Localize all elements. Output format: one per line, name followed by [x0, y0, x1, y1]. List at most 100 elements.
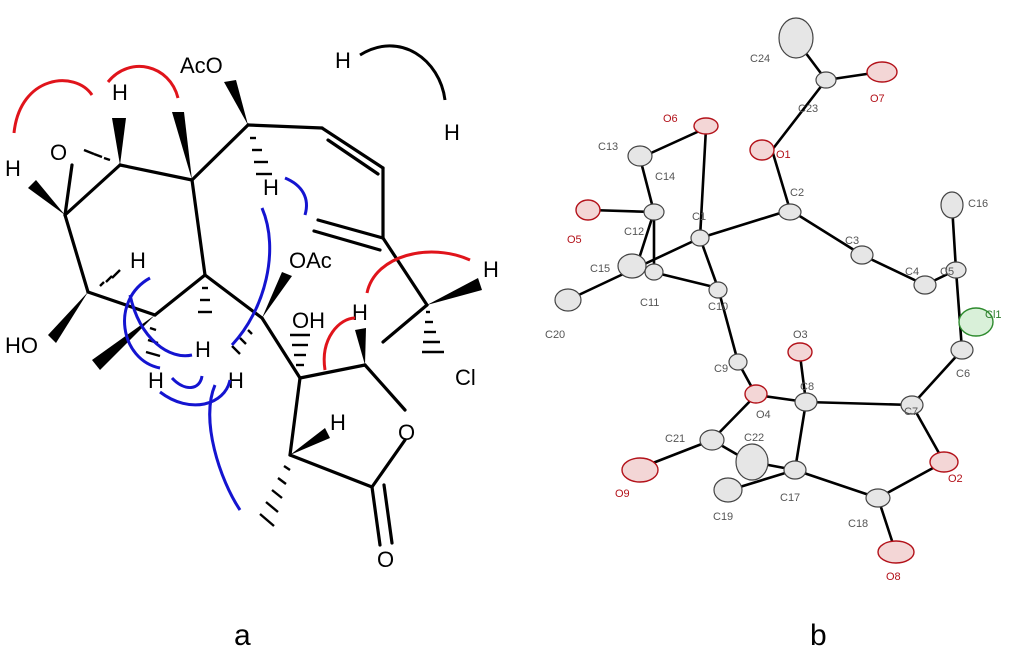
label-o7: O7 — [870, 93, 885, 105]
atom-c6 — [950, 340, 974, 360]
atom-c15 — [617, 253, 647, 279]
label-c10: C10 — [708, 301, 728, 313]
atom-o4 — [744, 384, 768, 404]
label-cl1: Cl1 — [985, 309, 1002, 321]
h-label-8: H — [352, 300, 368, 325]
blue-arc-1 — [284, 176, 308, 216]
label-c11: C11 — [640, 297, 659, 309]
label-o4: O4 — [756, 409, 771, 421]
atom-c21 — [699, 429, 725, 451]
atom-cl1 — [958, 307, 994, 337]
atom-c4 — [913, 275, 937, 295]
oac-wedge — [262, 272, 292, 318]
panel-label-b: b — [810, 619, 827, 652]
blue-arc-3 — [123, 276, 161, 370]
atom-c1 — [690, 229, 710, 247]
label-c3: C3 — [845, 235, 859, 247]
atom-c3 — [850, 245, 874, 265]
label-c18: C18 — [848, 518, 868, 530]
atom-c16 — [940, 191, 964, 219]
oh-hash — [290, 333, 310, 367]
h-label-12: H — [330, 410, 346, 435]
methyl-hash-lactone — [259, 465, 291, 527]
atom-c18 — [865, 488, 891, 508]
atom-o8 — [877, 540, 915, 564]
oac-label: OAc — [289, 248, 332, 273]
label-c7: C7 — [904, 406, 918, 418]
label-c24: C24 — [750, 53, 770, 65]
lactone-ring-o-label: O — [398, 420, 415, 445]
label-c4: C4 — [905, 266, 919, 278]
h-label-7: H — [483, 257, 499, 282]
label-o8: O8 — [886, 571, 901, 583]
blue-arc-4 — [128, 294, 193, 358]
h-wedge-c7 — [355, 328, 366, 365]
label-o9: O9 — [615, 488, 630, 500]
atom-c24 — [778, 17, 814, 59]
atom-c5 — [945, 261, 967, 279]
h-hash-ring — [198, 286, 212, 314]
label-c1: C1 — [692, 211, 706, 223]
label-c16: C16 — [968, 198, 988, 210]
label-o5: O5 — [567, 234, 582, 246]
atom-c10 — [708, 281, 728, 299]
correlation-arcs — [12, 44, 471, 511]
h-hash-c10 — [231, 329, 253, 355]
label-c9: C9 — [714, 363, 728, 375]
h-wedge-epoxide-left — [28, 180, 65, 215]
label-c22: C22 — [744, 432, 764, 444]
atom-c8 — [794, 392, 818, 412]
blue-arc-5 — [170, 375, 204, 389]
h-wedge-c6 — [427, 278, 482, 305]
h-hash-c4 — [99, 269, 121, 287]
structure-a: AcO OAc HO OH Cl O O O H H H H H H H H H… — [5, 44, 499, 572]
label-c2: C2 — [790, 187, 804, 199]
h-wedge-epoxide — [112, 118, 126, 165]
atom-c12 — [643, 203, 665, 221]
aco-label: AcO — [180, 53, 223, 78]
h-wedge-c17 — [290, 428, 330, 455]
aco-wedge — [224, 80, 248, 125]
label-c8: C8 — [800, 381, 814, 393]
blue-arc-7 — [208, 384, 242, 511]
label-c14: C14 — [655, 171, 675, 183]
red-arc-4 — [322, 316, 356, 371]
ho-wedge — [48, 292, 88, 343]
label-c12: C12 — [624, 226, 644, 238]
black-arc-1 — [359, 44, 447, 101]
h-label-10: H — [148, 368, 164, 393]
epoxide-o-label: O — [50, 140, 67, 165]
ortep-atoms — [554, 17, 994, 564]
atom-c2 — [778, 203, 802, 221]
label-c23: C23 — [798, 103, 818, 115]
carbonyl-o-label: O — [377, 547, 394, 572]
h-label-2: H — [5, 156, 21, 181]
atom-o3 — [787, 342, 813, 362]
atom-c7 — [900, 395, 924, 415]
atom-o9 — [621, 457, 659, 483]
label-o1: O1 — [776, 149, 791, 161]
atom-o7 — [866, 61, 898, 83]
atom-o1 — [749, 139, 775, 161]
atom-c9 — [728, 353, 748, 371]
atom-c11 — [644, 263, 664, 281]
label-c13: C13 — [598, 141, 618, 153]
h-hash-c2 — [250, 136, 272, 176]
h-label-6: H — [130, 248, 146, 273]
red-arc-2 — [106, 65, 180, 99]
skeleton-bonds — [28, 80, 482, 547]
oh-label: OH — [292, 308, 325, 333]
atom-c20 — [554, 288, 582, 312]
atom-o6 — [693, 117, 719, 135]
h-label-5: H — [263, 175, 279, 200]
atom-o2 — [929, 451, 959, 473]
h-label-11: H — [228, 368, 244, 393]
cl-label: Cl — [455, 365, 476, 390]
h-label-3: H — [335, 48, 351, 73]
label-c21: C21 — [665, 433, 685, 445]
label-c15: C15 — [590, 263, 610, 275]
label-c20: C20 — [545, 329, 565, 341]
panel-label-a: a — [234, 619, 251, 652]
h-label-9: H — [195, 337, 211, 362]
